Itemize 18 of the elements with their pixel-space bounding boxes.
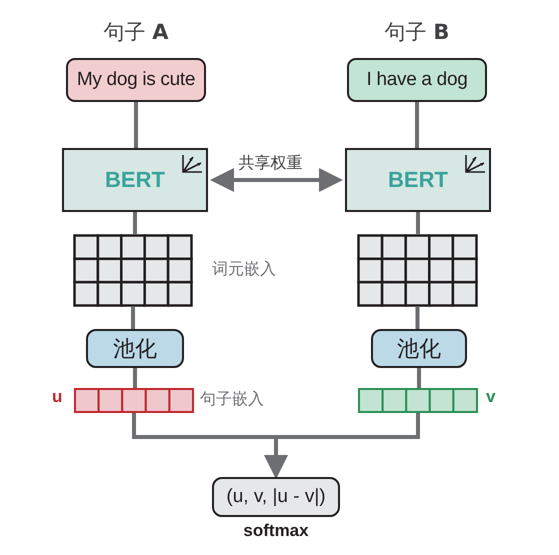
pooling-box: 池化	[86, 329, 184, 368]
pooling-box: 池化	[371, 329, 467, 368]
output-box: (u, v, |u - v|)	[212, 477, 340, 517]
sentence-box: My dog is cute	[66, 58, 206, 102]
vector-name: u	[52, 387, 62, 407]
vector-name: v	[486, 387, 496, 407]
sentence-heading: 句子 A	[102, 19, 170, 46]
connector-arrow	[210, 168, 343, 192]
model-box	[345, 148, 491, 212]
function-name: softmax	[242, 521, 310, 541]
sentence-heading: 句子 B	[384, 19, 450, 46]
annotation-label: 词元嵌入	[212, 259, 276, 280]
sentence-box: I have a dog	[347, 58, 487, 102]
connector-arrow	[264, 413, 420, 479]
annotation-label: 句子嵌入	[200, 389, 264, 410]
model-box	[62, 148, 208, 212]
model-name: BERT	[388, 167, 448, 193]
model-name: BERT	[105, 167, 165, 193]
